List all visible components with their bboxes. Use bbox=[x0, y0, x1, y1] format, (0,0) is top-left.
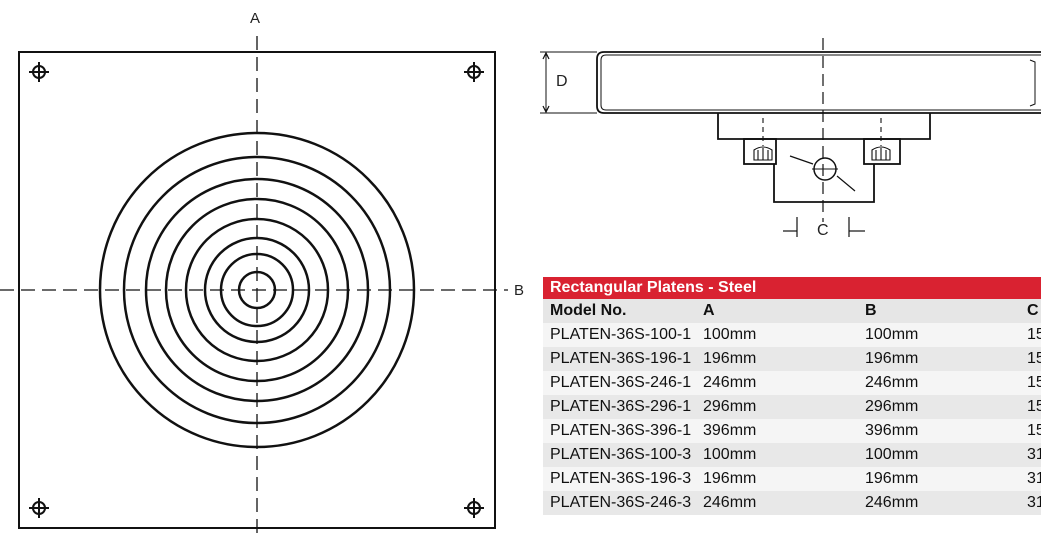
table-row: PLATEN-36S-100-3 100mm 100mm 31 bbox=[543, 443, 1041, 467]
cell-model: PLATEN-36S-196-1 bbox=[543, 347, 696, 371]
cell-a: 100mm bbox=[696, 443, 858, 467]
cell-c: 15 bbox=[1020, 395, 1041, 419]
dim-d-label: D bbox=[556, 73, 568, 90]
table-row: PLATEN-36S-246-1 246mm 246mm 15 bbox=[543, 371, 1041, 395]
bolt-left bbox=[753, 118, 773, 161]
cell-a: 246mm bbox=[696, 491, 858, 515]
ring-3 bbox=[144, 177, 370, 403]
cell-a: 296mm bbox=[696, 395, 858, 419]
spec-table-container: Rectangular Platens - Steel Model No. A … bbox=[543, 277, 1041, 539]
axis-b-label: B bbox=[514, 282, 525, 299]
ring-4 bbox=[164, 197, 350, 383]
cell-model: PLATEN-36S-296-1 bbox=[543, 395, 696, 419]
cell-a: 100mm bbox=[696, 323, 858, 347]
cell-model: PLATEN-36S-100-3 bbox=[543, 443, 696, 467]
axis-a-label: A bbox=[250, 10, 261, 27]
cell-b: 396mm bbox=[858, 419, 1020, 443]
plan-view-drawing bbox=[0, 36, 508, 539]
cell-model: PLATEN-36S-246-3 bbox=[543, 491, 696, 515]
table-title: Rectangular Platens - Steel bbox=[543, 277, 1041, 299]
platen-body bbox=[596, 51, 1041, 114]
table-row: PLATEN-36S-296-1 296mm 296mm 15 bbox=[543, 395, 1041, 419]
side-view-drawing bbox=[540, 38, 1041, 237]
cell-b: 296mm bbox=[858, 395, 1020, 419]
ring-6 bbox=[203, 236, 311, 344]
cell-c: 15 bbox=[1020, 371, 1041, 395]
mount-hole-bottom-right bbox=[464, 498, 484, 518]
cell-c: 15 bbox=[1020, 323, 1041, 347]
center-hole bbox=[237, 270, 277, 310]
cell-b: 246mm bbox=[858, 491, 1020, 515]
dim-c-label: C bbox=[817, 222, 829, 239]
cell-b: 100mm bbox=[858, 443, 1020, 467]
cell-model: PLATEN-36S-196-3 bbox=[543, 467, 696, 491]
cell-model: PLATEN-36S-246-1 bbox=[543, 371, 696, 395]
header-model-no: Model No. bbox=[543, 299, 696, 323]
cell-c: 31 bbox=[1020, 443, 1041, 467]
cell-b: 100mm bbox=[858, 323, 1020, 347]
mount-hole-bottom-left bbox=[29, 498, 49, 518]
bolt-right bbox=[871, 118, 891, 161]
cell-b: 196mm bbox=[858, 347, 1020, 371]
cell-b: 196mm bbox=[858, 467, 1020, 491]
table-title-row: Rectangular Platens - Steel bbox=[543, 277, 1041, 299]
concentric-rings bbox=[98, 131, 416, 449]
ring-5 bbox=[184, 217, 330, 363]
cell-a: 396mm bbox=[696, 419, 858, 443]
dim-d-marker bbox=[540, 51, 597, 114]
dim-c-marker bbox=[783, 217, 865, 237]
spec-table: Rectangular Platens - Steel Model No. A … bbox=[543, 277, 1041, 515]
cell-c: 31 bbox=[1020, 467, 1041, 491]
cell-c: 15 bbox=[1020, 347, 1041, 371]
ring-7 bbox=[219, 252, 295, 328]
table-row: PLATEN-36S-246-3 246mm 246mm 31 bbox=[543, 491, 1041, 515]
platen-outline bbox=[18, 51, 496, 529]
cell-c: 15 bbox=[1020, 419, 1041, 443]
table-row: PLATEN-36S-196-3 196mm 196mm 31 bbox=[543, 467, 1041, 491]
ring-1 bbox=[98, 131, 416, 449]
center-bore bbox=[789, 155, 856, 192]
table-row: PLATEN-36S-196-1 196mm 196mm 15 bbox=[543, 347, 1041, 371]
mount-hole-top-left bbox=[29, 62, 49, 82]
table-row: PLATEN-36S-100-1 100mm 100mm 15 bbox=[543, 323, 1041, 347]
cell-c: 31 bbox=[1020, 491, 1041, 515]
table-header-row: Model No. A B C bbox=[543, 299, 1041, 323]
header-b: B bbox=[858, 299, 1020, 323]
mount-block bbox=[717, 113, 931, 203]
header-a: A bbox=[696, 299, 858, 323]
cell-b: 246mm bbox=[858, 371, 1020, 395]
cell-a: 196mm bbox=[696, 347, 858, 371]
cell-model: PLATEN-36S-100-1 bbox=[543, 323, 696, 347]
header-c: C bbox=[1020, 299, 1041, 323]
cell-a: 196mm bbox=[696, 467, 858, 491]
table-row: PLATEN-36S-396-1 396mm 396mm 15 bbox=[543, 419, 1041, 443]
cell-a: 246mm bbox=[696, 371, 858, 395]
mount-hole-top-right bbox=[464, 62, 484, 82]
ring-2 bbox=[122, 155, 392, 425]
cell-model: PLATEN-36S-396-1 bbox=[543, 419, 696, 443]
